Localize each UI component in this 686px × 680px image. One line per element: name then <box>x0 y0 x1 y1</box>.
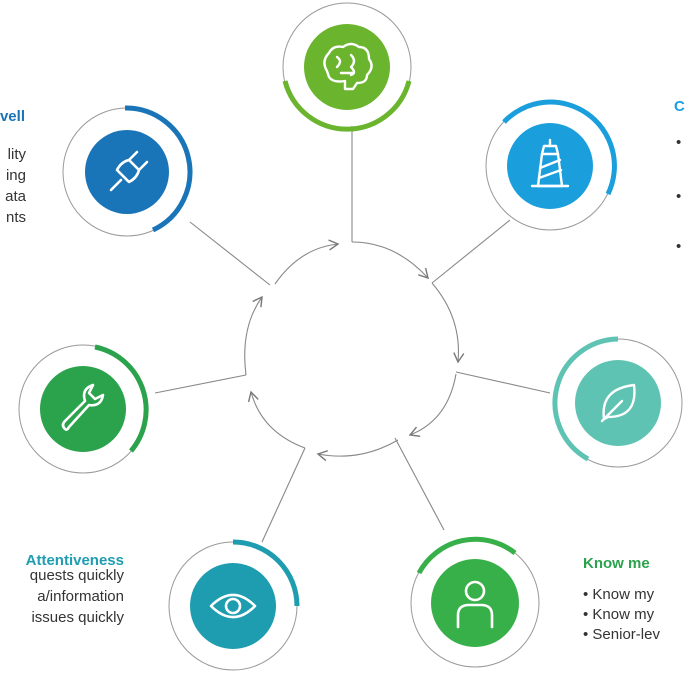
node-wrench <box>18 344 149 474</box>
cycle-arc-4 <box>408 373 457 438</box>
bottom-right-line-2: • Know my <box>583 606 655 623</box>
top-left-line-1: lity <box>7 146 26 163</box>
connector-lines <box>154 126 551 543</box>
eye-icon <box>209 593 257 619</box>
bottom-left-line-3: issues quickly <box>31 609 124 626</box>
cycle-arc-1 <box>274 239 340 285</box>
brain-icon <box>323 42 373 91</box>
person-icon <box>456 580 494 629</box>
wrench-icon <box>61 383 105 431</box>
top-right-heading: C <box>674 98 685 115</box>
cycle-arc-5 <box>316 439 399 462</box>
bottom-right-line-1: • Know my <box>583 586 655 603</box>
cycle-arc-2 <box>351 241 429 280</box>
node-person <box>410 536 540 668</box>
bottom-left-heading: Attentiveness <box>25 552 124 569</box>
node-plug <box>62 105 193 237</box>
bottom-left-line-2: a/information <box>37 588 124 605</box>
node-lighthouse <box>485 99 617 231</box>
top-left-line-2: ing <box>5 167 26 184</box>
bottom-right-heading: Know me <box>583 555 650 572</box>
top-left-line-4: nts <box>5 209 26 226</box>
top-left-line-3: ata <box>5 188 26 205</box>
cycle-arc-7 <box>244 295 263 376</box>
connector-leaf <box>455 371 551 394</box>
cycle-arrows <box>244 239 465 462</box>
top-left-lines: lity ing ata nts <box>5 144 26 228</box>
node-brain <box>282 2 412 132</box>
bottom-left-lines: quests quickly a/information issues quic… <box>30 565 124 628</box>
connector-wrench <box>154 374 247 394</box>
top-left-heading: vell <box>0 108 25 125</box>
bottom-right-line-3: • Senior-lev <box>583 626 660 643</box>
plug-icon <box>109 150 149 192</box>
cycle-arc-6 <box>247 390 306 449</box>
connector-eye <box>261 447 306 543</box>
node-leaf <box>552 336 683 468</box>
leaf-icon <box>600 383 636 423</box>
node-eye <box>168 539 300 671</box>
top-right-bullet-1: • <box>676 134 682 151</box>
connector-person <box>394 437 445 531</box>
cycle-arc-3 <box>431 282 465 364</box>
connector-lighthouse <box>431 219 511 284</box>
top-right-bullet-2: • <box>676 188 682 205</box>
bottom-left-line-1: quests quickly <box>29 567 124 584</box>
plug-bg <box>85 130 169 214</box>
top-right-bullet-3: • <box>676 238 682 255</box>
connector-plug <box>189 221 271 286</box>
lighthouse-icon <box>530 138 570 188</box>
